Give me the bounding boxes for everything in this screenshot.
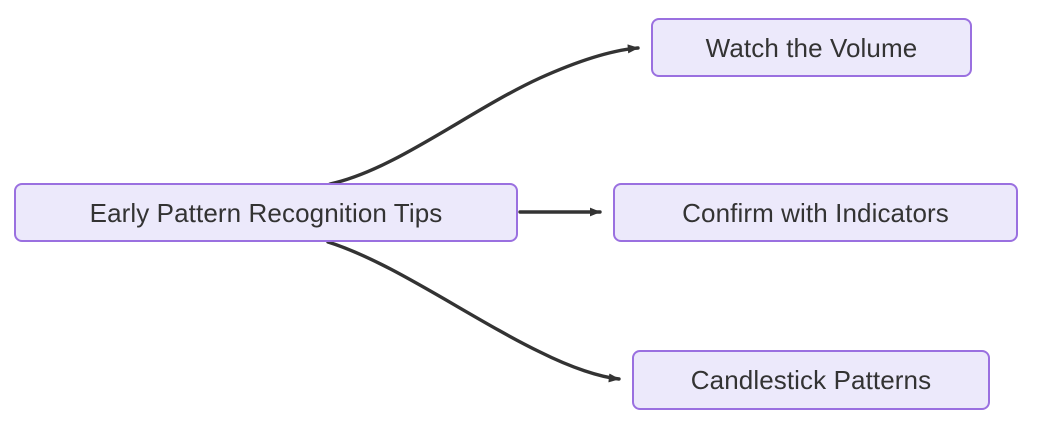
node-label: Early Pattern Recognition Tips xyxy=(89,197,443,228)
node-label: Watch the Volume xyxy=(705,32,918,63)
node-watch-the-volume[interactable]: Watch the Volume xyxy=(651,18,972,77)
node-label: Candlestick Patterns xyxy=(690,365,932,395)
edge-root-to-candle xyxy=(326,240,621,383)
node-confirm-with-indicators[interactable]: Confirm with Indicators xyxy=(613,183,1018,242)
node-label: Confirm with Indicators xyxy=(682,197,949,228)
node-candlestick-patterns[interactable]: Candlestick Patterns xyxy=(632,350,990,410)
node-early-pattern-recognition-tips[interactable]: Early Pattern Recognition Tips xyxy=(14,183,518,242)
edge-root-to-volume xyxy=(328,44,640,186)
